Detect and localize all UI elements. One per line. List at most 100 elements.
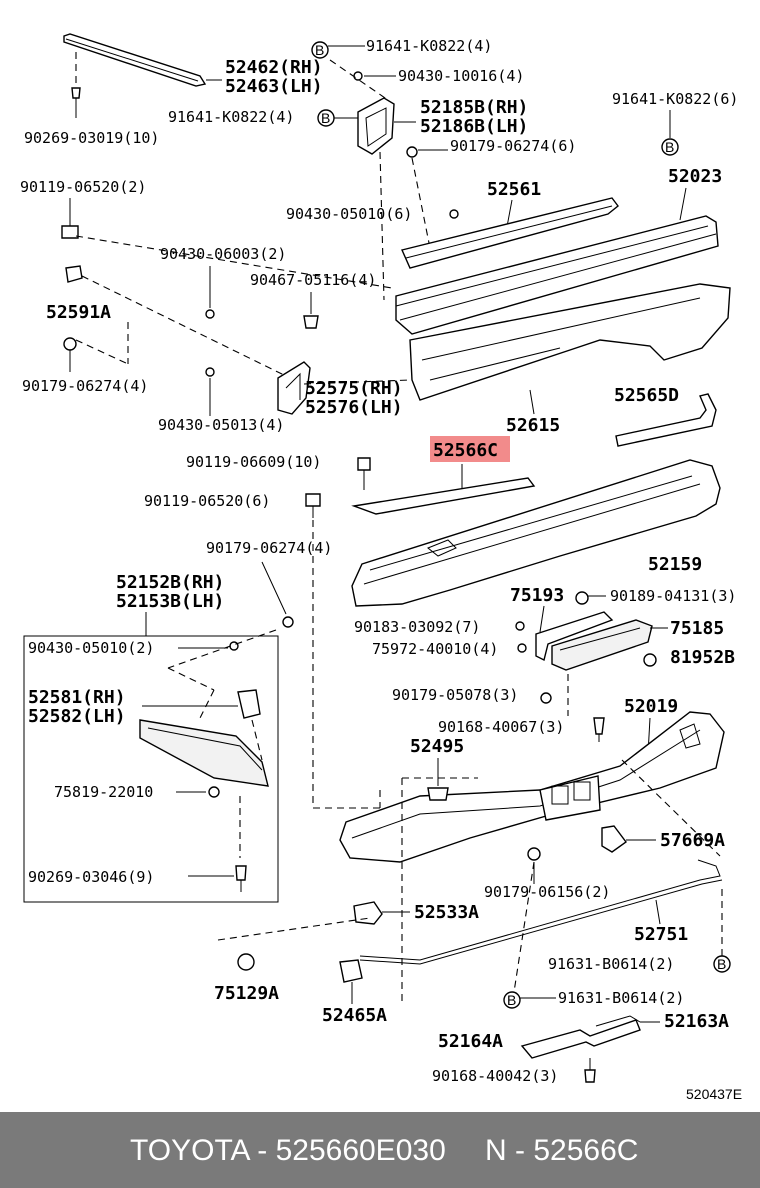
svg-text:B: B xyxy=(315,42,324,58)
reinforcement-52023 xyxy=(395,215,731,401)
svg-text:B: B xyxy=(665,139,674,155)
label-90168-40067: 90168-40067(3) xyxy=(438,718,564,736)
rod-52751 xyxy=(359,859,723,965)
nut-90430-06003-icon xyxy=(205,309,215,319)
label-75185: 75185 xyxy=(670,618,724,639)
clip-52591a-icon xyxy=(65,265,83,283)
label-52019: 52019 xyxy=(624,696,678,717)
callout-b-icon: B xyxy=(661,138,679,156)
screw-90269-03019 xyxy=(71,87,81,118)
label-52023: 52023 xyxy=(668,166,722,187)
clip-90179-06274-icon xyxy=(406,146,418,158)
label-91641-K0822-right: 91641-K0822(6) xyxy=(612,90,738,108)
screw-90269-03046-icon xyxy=(235,865,247,892)
molding-75185 xyxy=(535,611,653,671)
callout-b-icon: B xyxy=(713,955,731,973)
callout-b-icon: B xyxy=(317,109,335,127)
label-52751: 52751 xyxy=(634,924,688,945)
nut-90189-04131-icon xyxy=(575,591,589,605)
label-90179-06156: 90179-06156(2) xyxy=(484,883,610,901)
label-52463: 52463(LH) xyxy=(225,76,323,97)
highlight-box xyxy=(430,436,510,462)
label-52153B: 52153B(LH) xyxy=(116,591,224,612)
bumper-end-strip-52462 xyxy=(63,33,207,87)
label-90430-10016: 90430-10016(4) xyxy=(398,67,524,85)
pad-52533a xyxy=(353,901,383,925)
label-52561: 52561 xyxy=(487,179,541,200)
label-90467-05116: 90467-05116(4) xyxy=(250,271,376,289)
label-52465A: 52465A xyxy=(322,1005,387,1026)
clip-75819-22010-icon xyxy=(208,786,220,798)
label-91631-B0614-bottom: 91631-B0614(2) xyxy=(558,989,684,1007)
label-90430-05013: 90430-05013(4) xyxy=(158,416,284,434)
footer-reference: N - 52566C xyxy=(485,1134,639,1167)
label-81952B: 81952B xyxy=(670,647,735,668)
cap-75129a-icon xyxy=(237,953,255,971)
parts-diagram: 90269-03019(10) B 91641-K0822(4) 52462(R… xyxy=(20,33,742,1102)
label-90430-05010-top: 90430-05010(6) xyxy=(286,205,412,223)
label-52581: 52581(RH) xyxy=(28,687,126,708)
label-90179-06274-left: 90179-06274(4) xyxy=(22,377,148,395)
retainer-52561 xyxy=(401,197,619,269)
clip-75972-40010-icon xyxy=(517,643,527,653)
label-52164A: 52164A xyxy=(438,1031,503,1052)
label-52591A: 52591A xyxy=(46,302,111,323)
label-90269-03019: 90269-03019(10) xyxy=(24,129,159,147)
label-90119-06609: 90119-06609(10) xyxy=(186,453,321,471)
clip-90179-06274-mid-icon xyxy=(282,616,294,628)
label-52185B: 52185B(RH) xyxy=(420,97,528,118)
label-52462: 52462(RH) xyxy=(225,57,323,78)
pin-52495-icon xyxy=(427,758,449,801)
label-90179-06274-mid: 90179-06274(4) xyxy=(206,539,332,557)
diagram-id: 520437E xyxy=(686,1086,742,1102)
callout-b-icon: B xyxy=(503,991,521,1009)
label-57669A: 57669A xyxy=(660,830,725,851)
sub-assembly-frame xyxy=(23,635,279,903)
label-90189-04131: 90189-04131(3) xyxy=(610,587,736,605)
screw-90168-40067-icon xyxy=(593,717,605,742)
label-52163A: 52163A xyxy=(664,1011,729,1032)
svg-text:B: B xyxy=(717,956,726,972)
label-90430-06003: 90430-06003(2) xyxy=(160,245,286,263)
label-52159: 52159 xyxy=(648,554,702,575)
svg-text:B: B xyxy=(321,110,330,126)
label-52615: 52615 xyxy=(506,415,560,436)
label-52576: 52576(LH) xyxy=(305,397,403,418)
bracket-52185b xyxy=(357,97,395,155)
label-75193: 75193 xyxy=(510,585,564,606)
label-52582: 52582(LH) xyxy=(28,706,126,727)
label-75819-22010: 75819-22010 xyxy=(54,783,153,801)
footer-part-number: TOYOTA - 525660E030 xyxy=(130,1134,446,1167)
bolt-90119-06520-icon xyxy=(61,198,79,239)
label-91641-K0822-mid: 91641-K0822(4) xyxy=(168,108,294,126)
clip-90179-05078-icon xyxy=(540,692,552,704)
nut-90430-05010-box-icon xyxy=(229,641,239,651)
side-extension-52152b xyxy=(139,719,269,787)
nut-90430-10016-icon xyxy=(353,71,363,81)
clip-90179-06274-left-icon xyxy=(63,337,77,351)
bracket-52575 xyxy=(277,361,311,415)
reinforcement-52019 xyxy=(339,711,725,863)
label-90119-06520-top: 90119-06520(2) xyxy=(20,178,146,196)
bolt-90119-06609-icon xyxy=(357,457,371,490)
label-75129A: 75129A xyxy=(214,983,279,1004)
clip-90467-05116-icon xyxy=(303,292,319,329)
retainer-52566c xyxy=(351,477,536,515)
label-90183-03092: 90183-03092(7) xyxy=(354,618,480,636)
label-91631-B0614-right: 91631-B0614(2) xyxy=(548,955,674,973)
bracket-52581 xyxy=(237,689,261,719)
clip-81952b-icon xyxy=(643,653,657,667)
bracket-52164a xyxy=(520,1015,641,1059)
label-52566C: 52566C xyxy=(433,440,498,461)
label-90179-06274-top: 90179-06274(6) xyxy=(450,137,576,155)
svg-text:B: B xyxy=(507,992,516,1008)
label-90119-06520-mid: 90119-06520(6) xyxy=(144,492,270,510)
label-90168-40042: 90168-40042(3) xyxy=(432,1067,558,1085)
part-info-footer: TOYOTA - 525660E030 N - 52566C xyxy=(0,1112,760,1188)
pad-52465a xyxy=(339,959,363,983)
label-91641-K0822-top: 91641-K0822(4) xyxy=(366,37,492,55)
bracket-57669a xyxy=(601,825,627,853)
label-90269-03046: 90269-03046(9) xyxy=(28,868,154,886)
label-52565D: 52565D xyxy=(614,385,679,406)
label-52533A: 52533A xyxy=(414,902,479,923)
